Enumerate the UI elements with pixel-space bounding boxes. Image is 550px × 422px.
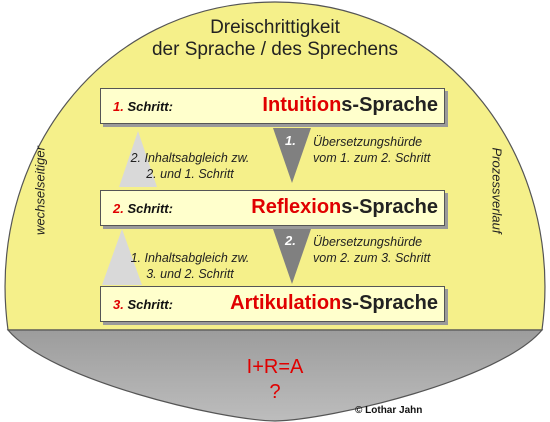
step-1-name: Intuitions-Sprache	[262, 94, 438, 116]
hurdle-1-text: Übersetzungshürde vom 1. zum 2. Schritt	[313, 135, 431, 165]
question-mark: ?	[269, 381, 281, 403]
side-label-right: Prozessverlauf	[489, 147, 505, 234]
hurdle-2-text: Übersetzungshürde vom 2. zum 3. Schritt	[313, 235, 431, 265]
formula: I+R=A	[246, 356, 304, 378]
alignment-2-triangle	[102, 229, 142, 285]
step-box-3: 3. Schritt: Artikulations-Sprache	[100, 286, 445, 322]
step-3-name: Artikulations-Sprache	[230, 292, 438, 314]
step-box-1: 1. Schritt: Intuitions-Sprache	[100, 88, 445, 124]
step-box-2: 2. Schritt: Reflexions-Sprache	[100, 190, 445, 226]
step-2-label: 2. Schritt:	[113, 201, 173, 216]
title-line-1: Dreischrittigkeit	[210, 17, 340, 38]
hurdle-1-number: 1.	[285, 133, 296, 148]
oval-background	[4, 1, 546, 331]
side-label-left: wechselseitiger	[32, 146, 48, 235]
title-line-2: der Sprache / des Sprechens	[151, 39, 399, 60]
step-1-label: 1. Schritt:	[113, 99, 173, 114]
hurdle-1-triangle	[273, 128, 311, 183]
bottom-cone	[6, 329, 544, 422]
step-2-name: Reflexions-Sprache	[251, 196, 438, 218]
copyright: © Lothar Jahn	[355, 405, 423, 416]
alignment-2-text: 1. Inhaltsabgleich zw. 3. und 2. Schritt	[130, 251, 250, 281]
step-3-label: 3. Schritt:	[113, 297, 173, 312]
alignment-1-text: 2. Inhaltsabgleich zw. 2. und 1. Schritt	[130, 151, 250, 181]
alignment-1-triangle	[119, 131, 157, 187]
hurdle-2-number: 2.	[285, 233, 296, 248]
hurdle-2-triangle	[273, 229, 311, 284]
